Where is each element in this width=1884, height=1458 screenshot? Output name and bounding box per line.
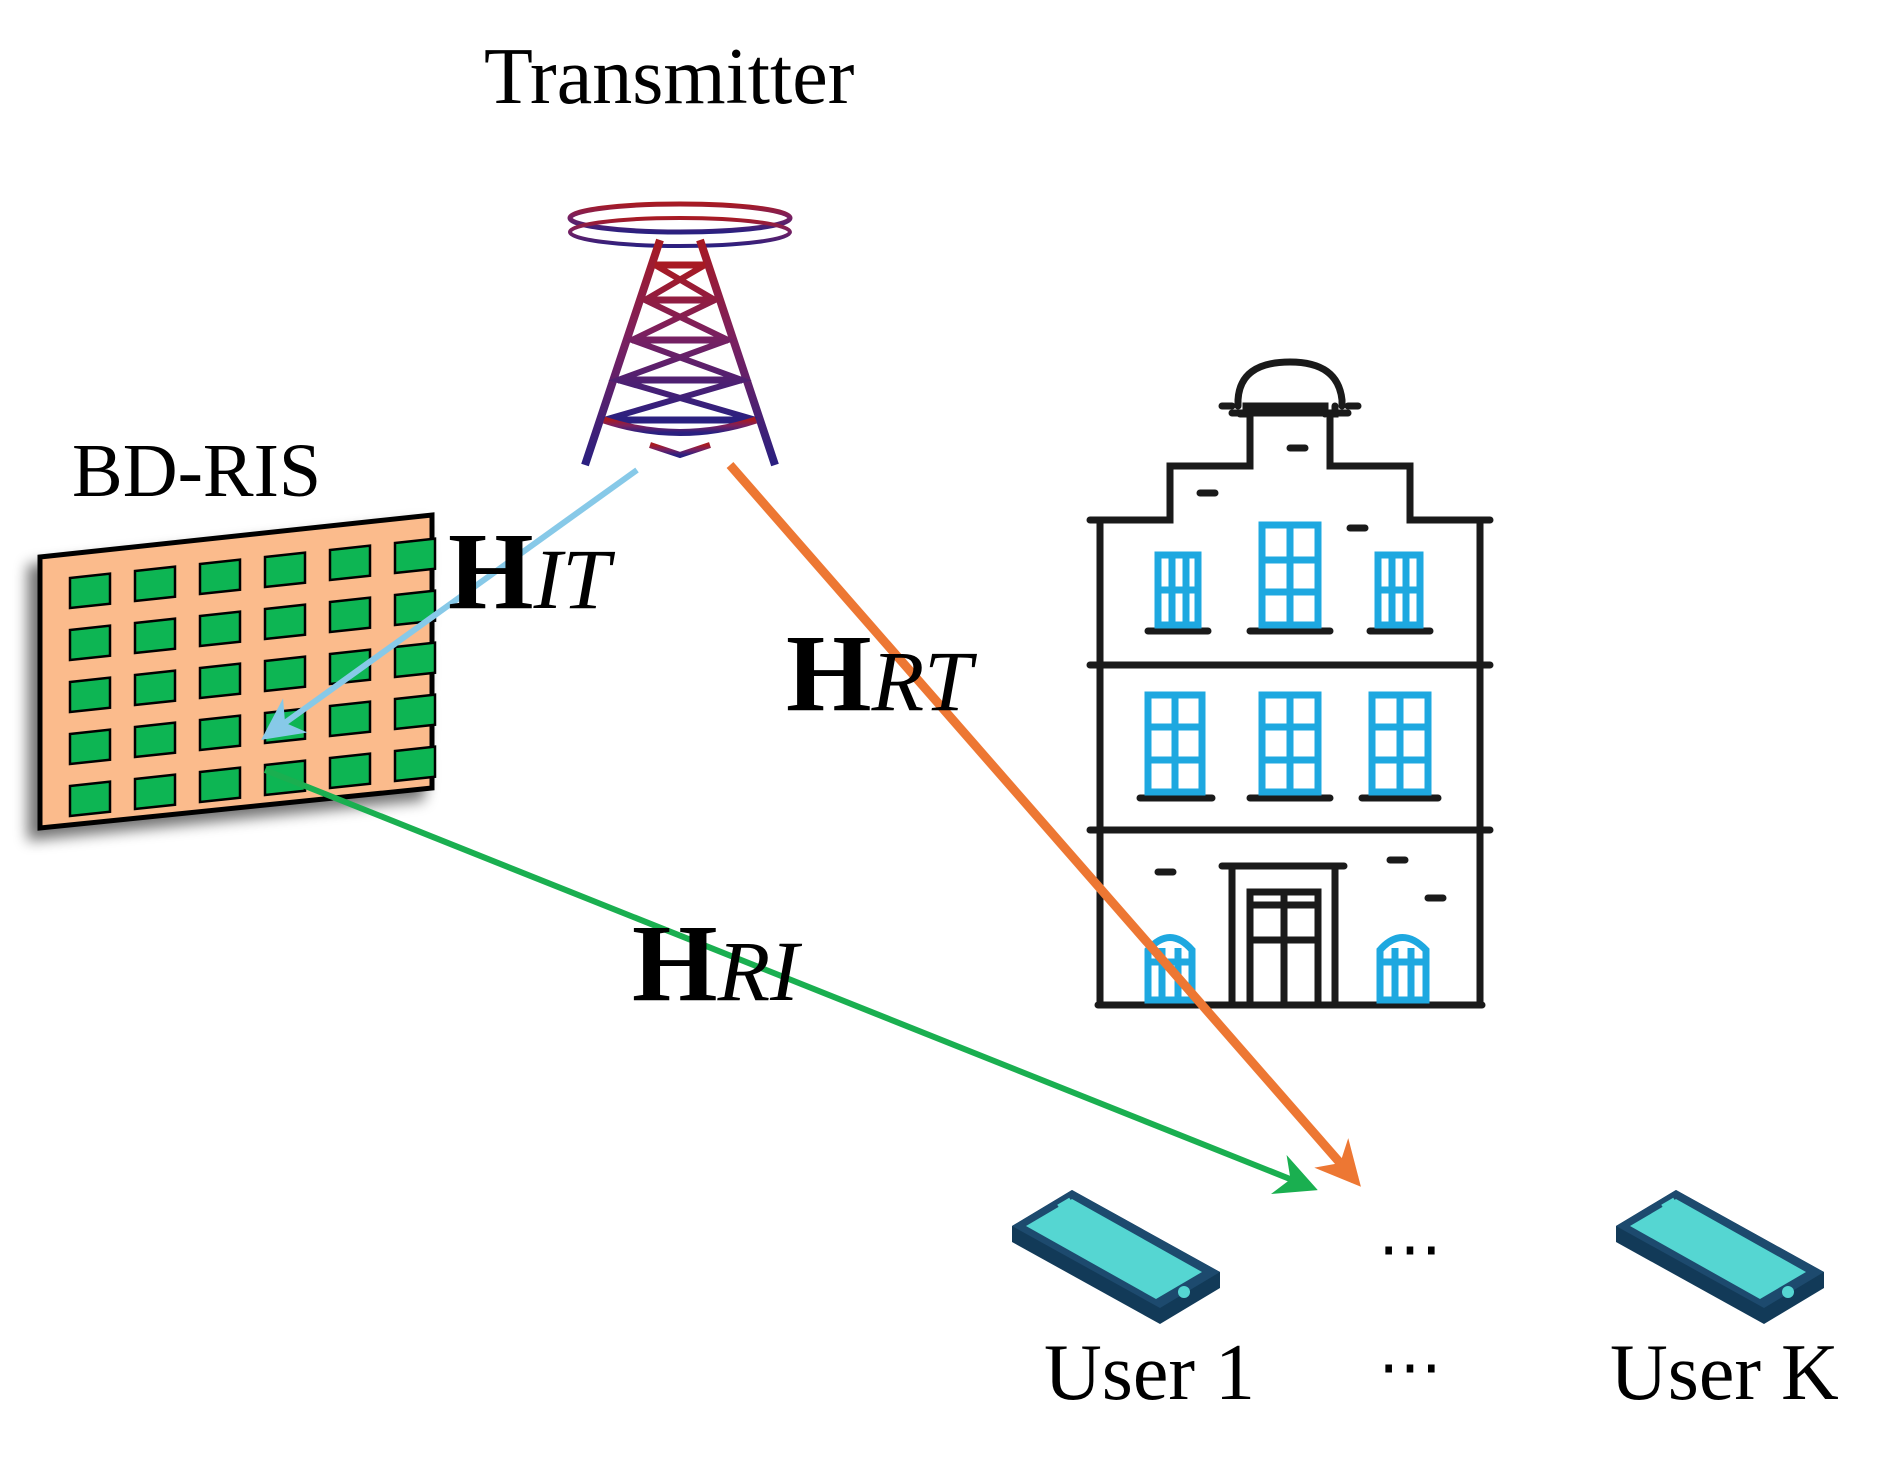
user-k-phone <box>1616 1190 1824 1324</box>
ris-element <box>328 700 372 738</box>
transmitter-tower-icon <box>567 158 793 520</box>
channel-rt-label: HRT <box>786 610 972 737</box>
smartphone-icon <box>1012 1190 1220 1324</box>
channel-it-symbol: H <box>448 510 534 632</box>
channel-ri-arrow <box>263 767 1318 1195</box>
transmitter-label: Transmitter <box>484 33 855 121</box>
ris-element <box>328 596 372 634</box>
ris-element <box>328 752 372 790</box>
smartphone-icon <box>1616 1190 1824 1324</box>
channel-rt-subscript: RT <box>871 633 972 729</box>
user-1-label: User 1 <box>1044 1329 1256 1417</box>
ris-element <box>263 655 307 693</box>
ris-element <box>198 714 242 752</box>
ris-element <box>133 565 177 603</box>
ris-element <box>198 558 242 596</box>
ris-element <box>68 728 112 766</box>
building-windows <box>1144 521 1432 1004</box>
ris-element <box>68 780 112 818</box>
channel-ri-subscript: RI <box>717 923 799 1019</box>
ris-element <box>393 745 437 783</box>
ris-element <box>328 648 372 686</box>
ris-element <box>133 773 177 811</box>
ris-element <box>133 669 177 707</box>
ris-label: BD-RIS <box>72 429 322 513</box>
ris-element <box>393 641 437 679</box>
channel-ri-label: HRI <box>632 900 799 1027</box>
channel-it-label: HIT <box>448 508 610 635</box>
user-1-phone <box>1012 1190 1220 1324</box>
ellipsis-top: ⋯ <box>1378 1213 1442 1284</box>
channel-it-subscript: IT <box>533 531 611 627</box>
ris-element <box>393 589 437 627</box>
ris-element <box>393 537 437 575</box>
ris-element <box>198 766 242 804</box>
ris-element <box>263 551 307 589</box>
ris-panel-icon <box>37 512 437 831</box>
user-k-label: User K <box>1610 1329 1839 1417</box>
channel-rt-symbol: H <box>786 612 872 734</box>
channel-ri-symbol: H <box>632 902 718 1024</box>
ris-element <box>198 610 242 648</box>
ris-element <box>263 603 307 641</box>
ris-element <box>68 676 112 714</box>
ris-element <box>393 693 437 731</box>
ris-element <box>68 624 112 662</box>
ris-element <box>133 617 177 655</box>
channel-it-arrow <box>261 467 639 740</box>
building-icon <box>1086 358 1494 1009</box>
ris-element <box>68 572 112 610</box>
channel-rt-arrow <box>726 462 1361 1187</box>
ris-element <box>328 544 372 582</box>
ris-element <box>133 721 177 759</box>
ellipsis-bottom: ⋯ <box>1378 1331 1442 1402</box>
ris-element <box>198 662 242 700</box>
